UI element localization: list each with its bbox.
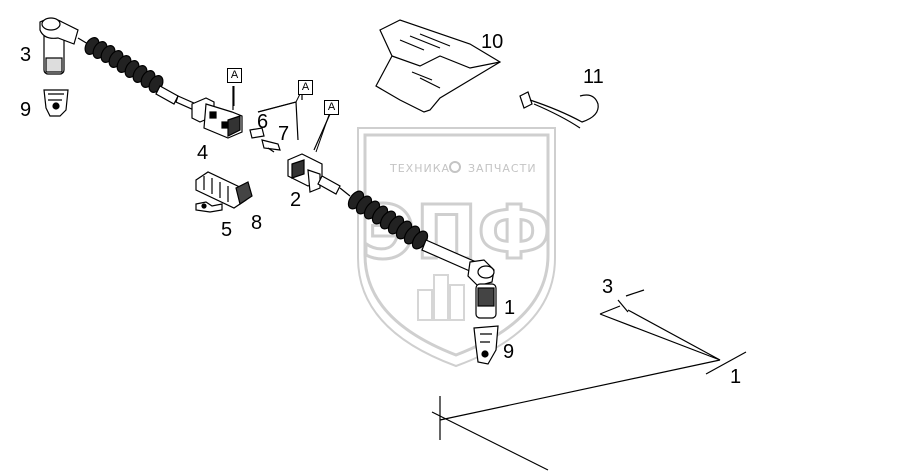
label-part-7: 7 [278, 123, 290, 145]
label-part-11: 11 [583, 66, 604, 88]
label-part-9-left: 9 [20, 99, 32, 121]
connector-2 [287, 113, 341, 195]
label-part-1: 1 [504, 297, 516, 319]
label-schematic-3: 3 [602, 276, 614, 298]
label-part-4: 4 [197, 142, 209, 164]
watermark-shield [357, 127, 556, 368]
label-part-6: 6 [257, 111, 269, 133]
cable-right [339, 187, 477, 273]
gear-icon [449, 161, 461, 173]
bracket-10 [375, 19, 502, 113]
watermark-buildings [417, 274, 465, 321]
callout-a-connector-4: A [227, 68, 242, 83]
sensor-right [467, 259, 497, 319]
label-part-3-top: 3 [20, 44, 32, 66]
cable-left [77, 37, 197, 111]
label-schematic-1: 1 [730, 366, 742, 388]
label-part-10: 10 [481, 31, 504, 53]
tie-strap-11 [519, 91, 599, 129]
watermark-line2: ЗАПЧАСТИ [468, 162, 537, 175]
label-part-5: 5 [221, 219, 233, 241]
connector-5 [195, 171, 253, 209]
terminal-8 [195, 201, 223, 213]
label-part-2: 2 [290, 189, 302, 211]
connector-4 [191, 86, 243, 139]
sensor-clip-left [43, 89, 69, 117]
label-part-9-right: 9 [503, 341, 515, 363]
label-part-8: 8 [251, 212, 263, 234]
callout-a-terminals: A [298, 80, 313, 95]
sensor-clip-right [473, 325, 499, 365]
callout-a-connector-2: A [324, 100, 339, 115]
sensor-left [39, 17, 79, 75]
wiring-schematic [431, 289, 747, 471]
watermark-line1: ТЕХНИКА [389, 162, 450, 175]
